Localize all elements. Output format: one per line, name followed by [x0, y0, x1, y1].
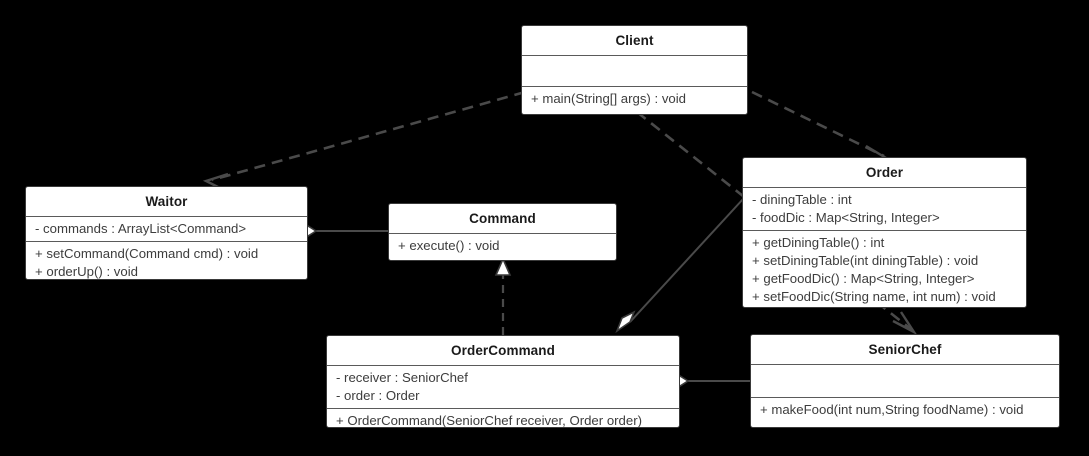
class-box-ordercommand[interactable]: OrderCommand - receiver : SeniorChef - o… — [326, 335, 680, 428]
class-name-waitor: Waitor — [145, 194, 188, 209]
methods-compartment-waitor: + setCommand(Command cmd) : void + order… — [26, 242, 307, 279]
class-box-command[interactable]: Command + execute() : void — [388, 203, 617, 261]
methods-compartment-ordercommand: + OrderCommand(SeniorChef receiver, Orde… — [327, 409, 679, 428]
compartment-divider — [26, 216, 307, 217]
compartment-divider — [327, 408, 679, 409]
class-member: + getFoodDic() : Map<String, Integer> — [752, 271, 975, 286]
edge-waitor-command — [298, 225, 388, 237]
class-box-order[interactable]: Order - diningTable : int - foodDic : Ma… — [742, 157, 1027, 308]
methods-compartment-client: + main(String[] args) : void — [522, 87, 747, 111]
class-member: + execute() : void — [398, 238, 500, 253]
compartment-divider — [522, 55, 747, 56]
class-member: + orderUp() : void — [35, 264, 138, 279]
class-member: - diningTable : int — [752, 192, 852, 207]
compartment-divider — [389, 233, 616, 234]
methods-compartment-seniorchef: + makeFood(int num,String foodName) : vo… — [751, 398, 1059, 422]
edge-client-waitor — [202, 90, 526, 192]
class-name-seniorchef: SeniorChef — [868, 342, 942, 357]
methods-compartment-command: + execute() : void — [389, 234, 616, 258]
compartment-divider — [522, 86, 747, 87]
compartment-divider — [751, 364, 1059, 365]
class-name-client: Client — [615, 33, 654, 48]
compartment-divider — [751, 397, 1059, 398]
attributes-compartment-order: - diningTable : int - foodDic : Map<Stri… — [743, 188, 1026, 230]
class-member: - commands : ArrayList<Command> — [35, 221, 247, 236]
edge-ordercommand-seniorchef — [670, 375, 750, 387]
methods-compartment-order: + getDiningTable() : int + setDiningTabl… — [743, 231, 1026, 307]
class-box-seniorchef[interactable]: SeniorChef + makeFood(int num,String foo… — [750, 334, 1060, 428]
class-member: + OrderCommand(SeniorChef receiver, Orde… — [336, 413, 642, 428]
class-member: - order : Order — [336, 388, 420, 403]
class-name-ordercommand: OrderCommand — [451, 343, 555, 358]
class-member: + makeFood(int num,String foodName) : vo… — [760, 402, 1024, 417]
class-member: + getDiningTable() : int — [752, 235, 885, 250]
class-box-client[interactable]: Client + main(String[] args) : void — [521, 25, 748, 115]
class-member: - foodDic : Map<String, Integer> — [752, 210, 940, 225]
attributes-compartment-ordercommand: - receiver : SeniorChef - order : Order — [327, 366, 679, 408]
class-member: + setCommand(Command cmd) : void — [35, 246, 259, 261]
edge-ordercommand-command — [494, 257, 512, 335]
class-box-waitor[interactable]: Waitor - commands : ArrayList<Command> +… — [25, 186, 308, 280]
edge-order-ordercommand — [615, 197, 745, 334]
attributes-compartment-waitor: - commands : ArrayList<Command> — [26, 217, 307, 241]
compartment-divider — [26, 241, 307, 242]
class-member: + main(String[] args) : void — [531, 91, 687, 106]
class-name-command: Command — [469, 211, 536, 226]
attributes-compartment-client — [522, 56, 747, 86]
class-member: - receiver : SeniorChef — [336, 370, 468, 385]
class-member: + setDiningTable(int diningTable) : void — [752, 253, 979, 268]
class-member: + setFoodDic(String name, int num) : voi… — [752, 289, 996, 304]
attributes-compartment-seniorchef — [751, 365, 1059, 397]
class-name-order: Order — [865, 165, 904, 180]
compartment-divider — [327, 365, 679, 366]
